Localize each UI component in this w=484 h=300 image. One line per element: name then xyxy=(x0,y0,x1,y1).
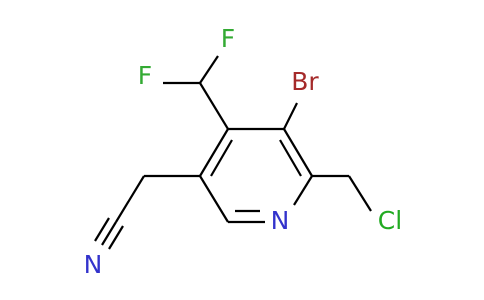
bond-c2-n1 xyxy=(293,175,313,206)
bond-c3-br xyxy=(283,102,298,130)
bromine-label: Br xyxy=(291,67,319,96)
fluorine-top-label: F xyxy=(221,24,235,53)
nitrile-nitrogen-label: N xyxy=(84,250,103,279)
triple-bond-cn-c xyxy=(94,217,110,242)
bond-c5-c4 xyxy=(199,128,229,177)
triple-bond-cn-a xyxy=(101,221,117,246)
ring-nitrogen-label: N xyxy=(271,206,290,235)
fluorine-left-label: F xyxy=(138,61,152,90)
triple-bond-cn-b xyxy=(108,225,124,250)
double-bond-c4-c5-inner xyxy=(210,139,233,177)
bond-cf2-f-top xyxy=(199,55,219,84)
bond-ch2-cl xyxy=(348,175,372,212)
bond-ch2-cn xyxy=(115,175,145,223)
bond-c4-cf2 xyxy=(199,82,229,130)
bond-c6-c5 xyxy=(199,175,229,223)
bond-c3-c2 xyxy=(283,128,313,177)
double-bond-c3-c2-inner xyxy=(279,139,302,177)
chlorine-label: Cl xyxy=(378,206,402,235)
